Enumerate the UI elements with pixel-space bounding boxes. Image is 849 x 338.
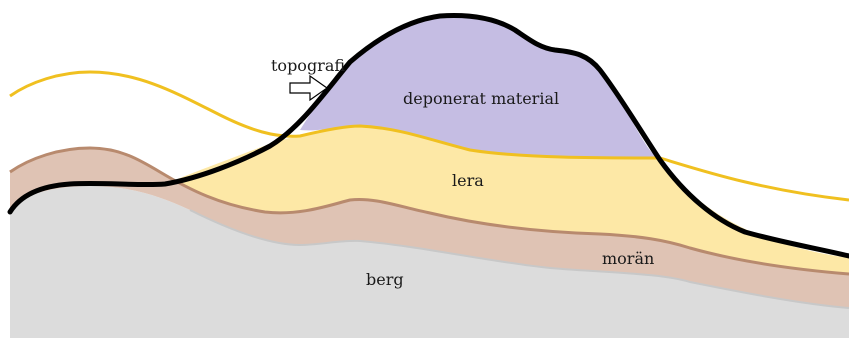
clay-label: lera xyxy=(452,171,484,190)
moraine-label: morän xyxy=(602,249,654,268)
topography-label: topografi xyxy=(271,56,345,75)
deposited-material-label: deponerat material xyxy=(403,89,559,108)
bedrock-label: berg xyxy=(366,270,404,289)
